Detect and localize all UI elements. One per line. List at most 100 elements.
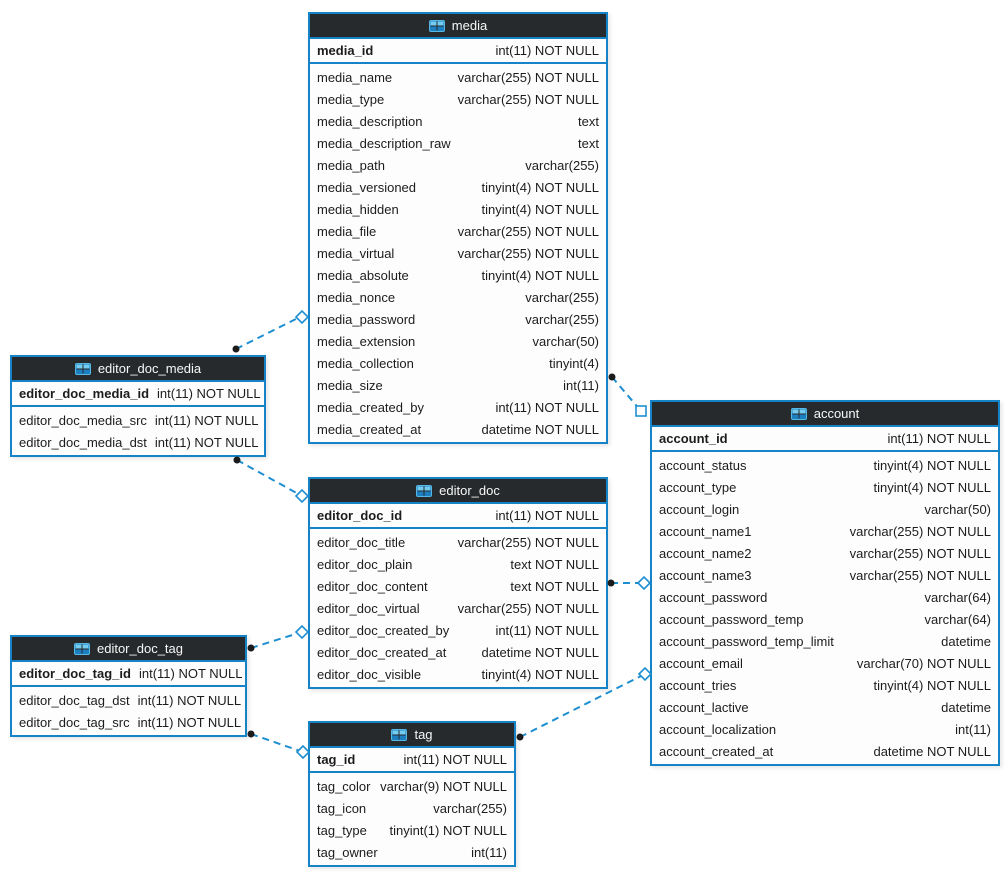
column-type: int(11) NOT NULL [495, 508, 599, 523]
table-row: account_password_temp varchar(64) [652, 608, 998, 630]
connection-editor_doc_media-editor_doc[interactable] [233, 456, 310, 504]
table-title: media [451, 18, 488, 33]
table-media[interactable]: media media_id int(11) NOT NULL media_na… [308, 12, 608, 444]
table-header[interactable]: tag [310, 723, 514, 748]
column-type: varchar(255) [433, 800, 507, 816]
column-type: tinyint(4) NOT NULL [873, 457, 991, 473]
column-name: account_lactive [659, 699, 749, 715]
column-type: tinyint(4) NOT NULL [873, 677, 991, 693]
column-name: tag_id [317, 752, 356, 767]
column-type: varchar(64) [924, 611, 991, 627]
column-name: editor_doc_plain [317, 556, 413, 572]
column-type: varchar(255) NOT NULL [849, 523, 991, 539]
column-name: media_name [317, 69, 393, 85]
column-name: tag_icon [317, 800, 367, 816]
column-type: varchar(255) NOT NULL [849, 567, 991, 583]
column-name: editor_doc_media_dst [19, 434, 147, 450]
column-type: tinyint(4) NOT NULL [481, 179, 599, 195]
column-type: tinyint(4) NOT NULL [481, 267, 599, 283]
column-name: media_type [317, 91, 385, 107]
column-type: varchar(255) NOT NULL [849, 545, 991, 561]
column-type: datetime [941, 699, 991, 715]
column-name: account_name3 [659, 567, 752, 583]
connection-editor_doc_tag-editor_doc[interactable] [247, 624, 310, 652]
table-title: editor_doc_media [97, 361, 202, 376]
connection-editor_doc_tag-tag[interactable] [247, 730, 311, 760]
column-name: media_hidden [317, 201, 399, 217]
table-editor-doc[interactable]: editor_doc editor_doc_id int(11) NOT NUL… [308, 477, 608, 689]
column-type: varchar(50) [532, 333, 599, 349]
column-type: datetime [941, 633, 991, 649]
table-header[interactable]: editor_doc_tag [12, 637, 245, 662]
table-row: media_type varchar(255) NOT NULL [310, 88, 606, 110]
column-name: editor_doc_id [317, 508, 403, 523]
table-row-pk: editor_doc_tag_id int(11) NOT NULL [12, 662, 245, 687]
column-type: varchar(255) NOT NULL [457, 534, 599, 550]
column-type: int(11) NOT NULL [137, 692, 242, 708]
column-name: tag_type [317, 822, 367, 838]
column-name: account_password [659, 589, 768, 605]
column-name: tag_owner [317, 844, 378, 860]
column-name: editor_doc_media_id [19, 386, 150, 401]
column-name: media_password [317, 311, 416, 327]
table-editor-doc-media[interactable]: editor_doc_media editor_doc_media_id int… [10, 355, 266, 457]
column-name: editor_doc_tag_src [19, 714, 130, 730]
column-name: editor_doc_virtual [317, 600, 420, 616]
column-type: datetime NOT NULL [873, 743, 991, 759]
connection-editor_doc_media-media[interactable] [232, 309, 310, 353]
table-row-pk: editor_doc_media_id int(11) NOT NULL [12, 382, 264, 407]
table-header[interactable]: editor_doc [310, 479, 606, 504]
column-type: text NOT NULL [510, 556, 599, 572]
table-header[interactable]: media [310, 14, 606, 39]
column-name: media_absolute [317, 267, 409, 283]
column-name: media_size [317, 377, 383, 393]
column-name: account_password_temp [659, 611, 804, 627]
column-type: varchar(255) NOT NULL [457, 91, 599, 107]
column-name: media_description_raw [317, 135, 451, 151]
table-title: account [813, 406, 860, 421]
table-editor-doc-tag[interactable]: editor_doc_tag editor_doc_tag_id int(11)… [10, 635, 247, 737]
column-name: editor_doc_content [317, 578, 428, 594]
column-type: datetime NOT NULL [481, 644, 599, 660]
column-type: varchar(255) NOT NULL [457, 223, 599, 239]
table-account[interactable]: account account_id int(11) NOT NULL acco… [650, 400, 1000, 766]
column-type: int(11) NOT NULL [137, 714, 242, 730]
column-type: varchar(9) NOT NULL [380, 778, 507, 794]
column-name: media_created_at [317, 421, 422, 437]
table-header[interactable]: account [652, 402, 998, 427]
column-type: varchar(255) [525, 157, 599, 173]
column-type: int(11) NOT NULL [154, 434, 259, 450]
connection-editor_doc-account[interactable] [607, 575, 652, 591]
connection-media-account[interactable] [608, 373, 647, 417]
column-type: int(11) NOT NULL [157, 386, 261, 401]
table-header[interactable]: editor_doc_media [12, 357, 264, 382]
column-type: int(11) NOT NULL [403, 752, 507, 767]
column-type: int(11) NOT NULL [154, 412, 259, 428]
column-name: account_name2 [659, 545, 752, 561]
